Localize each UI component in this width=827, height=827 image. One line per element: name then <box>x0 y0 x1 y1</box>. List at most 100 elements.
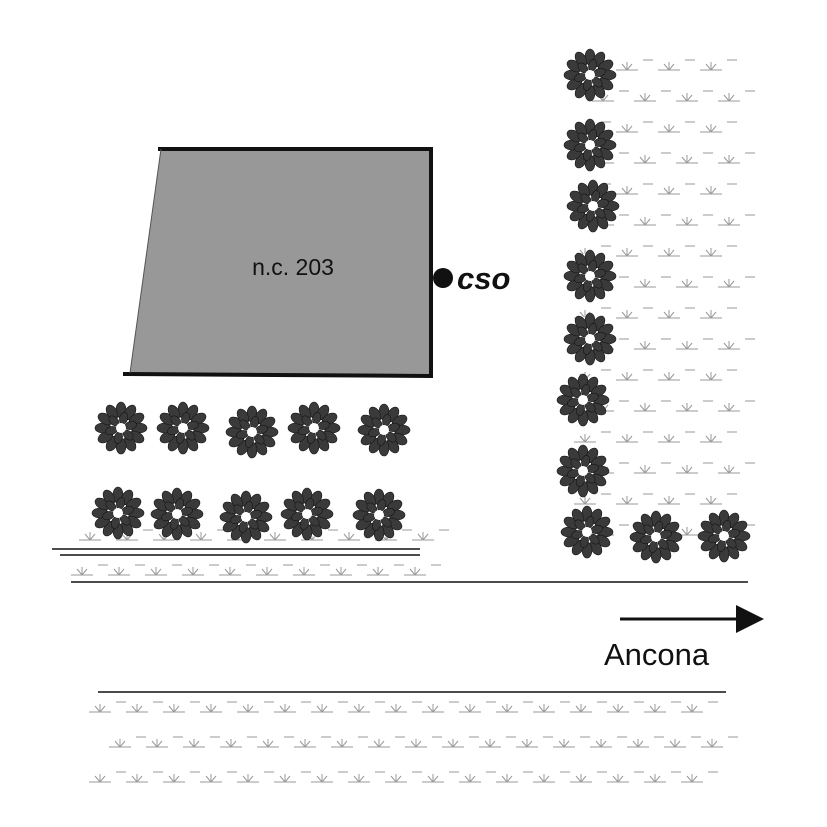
grass-tuft-icon <box>573 493 612 505</box>
grass-tuft-icon <box>569 771 608 783</box>
grass-tuft-icon <box>717 276 756 288</box>
grass-tuft-icon <box>633 338 672 350</box>
shrub-icon <box>357 403 411 457</box>
grass-tuft-icon <box>657 245 696 257</box>
grass-tuft-icon <box>88 771 127 783</box>
grass-tuft-icon <box>700 736 739 748</box>
grass-tuft-icon <box>218 564 257 576</box>
grass-tuft-icon <box>699 121 738 133</box>
grass-tuft-icon <box>675 214 714 226</box>
grass-tuft-icon <box>699 369 738 381</box>
grass-tuft-icon <box>329 564 368 576</box>
grass-tuft-icon <box>615 369 654 381</box>
grass-tuft-icon <box>633 90 672 102</box>
grass-tuft-icon <box>615 431 654 443</box>
grass-tuft-icon <box>615 245 654 257</box>
grass-tuft-icon <box>384 701 423 713</box>
grass-tuft-icon <box>657 493 696 505</box>
shrub-icon <box>563 249 617 303</box>
grass-tuft-icon <box>162 701 201 713</box>
grass-tuft-icon <box>330 736 369 748</box>
shrub-icon <box>287 401 341 455</box>
grass-tuft-icon <box>495 771 534 783</box>
grass-tuft-icon <box>145 736 184 748</box>
grass-tuft-icon <box>633 400 672 412</box>
shrub-icon <box>563 312 617 366</box>
cso-label: cso <box>457 261 510 296</box>
building-label: n.c. 203 <box>252 254 334 280</box>
grass-tuft-icon <box>699 59 738 71</box>
shrub-icon <box>150 487 204 541</box>
grass-tuft-icon <box>70 564 109 576</box>
grass-tuft-icon <box>675 400 714 412</box>
grass-tuft-icon <box>657 59 696 71</box>
grass-tuft-icon <box>569 701 608 713</box>
grass-tuft-icon <box>458 771 497 783</box>
grass-tuft-icon <box>657 121 696 133</box>
grass-tuft-icon <box>366 564 405 576</box>
grass-tuft-icon <box>615 121 654 133</box>
grass-tuft-icon <box>699 307 738 319</box>
shrub-icon <box>91 486 145 540</box>
grass-tuft-icon <box>532 701 571 713</box>
building-footprint <box>130 149 431 376</box>
grass-tuft-icon <box>663 736 702 748</box>
grass-tuft-icon <box>411 529 450 541</box>
grass-tuft-icon <box>189 529 228 541</box>
arrow-right-icon <box>736 605 764 633</box>
grass-tuft-icon <box>367 736 406 748</box>
shrub-icon <box>566 179 620 233</box>
grass-tuft-icon <box>107 564 146 576</box>
grass-tuft-icon <box>478 736 517 748</box>
grass-tuft-icon <box>615 183 654 195</box>
shrub-icon <box>352 488 406 542</box>
grass-strip-bottom <box>88 701 739 783</box>
grass-tuft-icon <box>615 59 654 71</box>
shrub-icon <box>225 405 279 459</box>
grass-tuft-icon <box>633 152 672 164</box>
grass-tuft-icon <box>273 701 312 713</box>
grass-tuft-icon <box>717 400 756 412</box>
grass-tuft-icon <box>458 701 497 713</box>
grass-tuft-icon <box>657 307 696 319</box>
grass-tuft-icon <box>199 701 238 713</box>
grass-tuft-icon <box>675 276 714 288</box>
grass-tuft-icon <box>125 701 164 713</box>
grass-tuft-icon <box>699 245 738 257</box>
grass-tuft-icon <box>144 564 183 576</box>
grass-tuft-icon <box>606 771 645 783</box>
shrub-icon <box>156 401 210 455</box>
grass-tuft-icon <box>699 493 738 505</box>
grass-tuft-icon <box>199 771 238 783</box>
grass-tuft-icon <box>717 152 756 164</box>
grass-tuft-icon <box>181 564 220 576</box>
grass-tuft-icon <box>404 736 443 748</box>
grass-tuft-icon <box>657 183 696 195</box>
grass-tuft-icon <box>643 771 682 783</box>
grass-tuft-icon <box>615 493 654 505</box>
building-side-edge <box>129 148 162 374</box>
grass-tuft-icon <box>717 90 756 102</box>
grass-tuft-icon <box>573 431 612 443</box>
grass-tuft-icon <box>675 462 714 474</box>
grass-tuft-icon <box>626 736 665 748</box>
cso-point-icon <box>433 268 453 288</box>
grass-tuft-icon <box>717 214 756 226</box>
grass-tuft-icon <box>633 214 672 226</box>
shrub-icon <box>556 444 610 498</box>
grass-tuft-icon <box>219 736 258 748</box>
shrub-icon <box>560 505 614 559</box>
grass-tuft-icon <box>717 338 756 350</box>
grass-tuft-icon <box>657 369 696 381</box>
grass-tuft-icon <box>273 771 312 783</box>
grass-tuft-icon <box>675 152 714 164</box>
grass-tuft-icon <box>699 183 738 195</box>
grass-tuft-icon <box>403 564 442 576</box>
grass-tuft-icon <box>699 431 738 443</box>
shrub-icon <box>556 373 610 427</box>
grass-tuft-icon <box>108 736 147 748</box>
shrub-icon <box>280 487 334 541</box>
grass-tuft-icon <box>347 771 386 783</box>
